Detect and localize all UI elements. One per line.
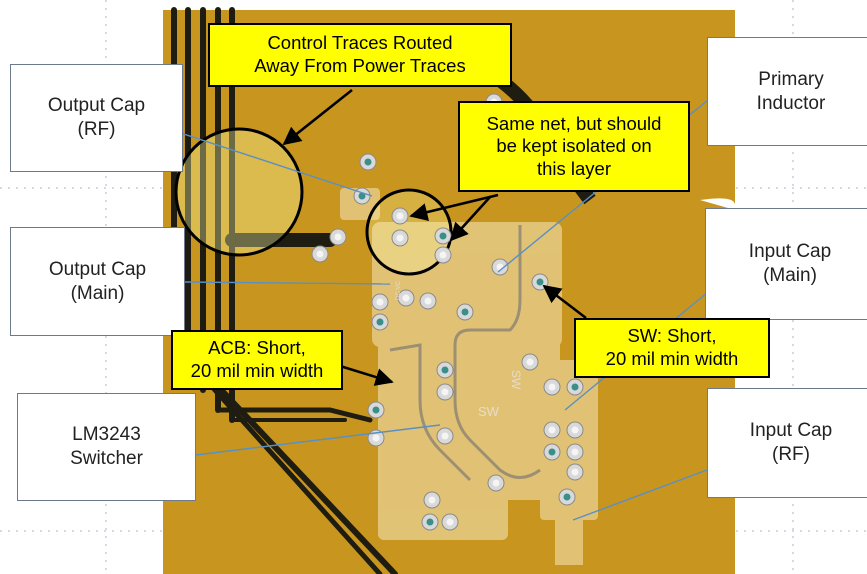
via-hole — [563, 493, 571, 501]
note-sw: SW: Short, 20 mil min width — [574, 318, 770, 378]
via-hole — [376, 318, 384, 326]
callout-primary-inductor: Primary Inductor — [707, 37, 867, 146]
pad-outlines — [389, 225, 541, 482]
note-control-traces: Control Traces Routed Away From Power Tr… — [208, 23, 512, 87]
silk-sw-vertical: SW — [509, 370, 523, 390]
callout-input-cap-rf: Input Cap (RF) — [707, 388, 867, 498]
via-hole — [571, 426, 579, 434]
via-hole — [428, 496, 436, 504]
silk-sw-horizontal: SW — [478, 404, 500, 419]
note-same-net: Same net, but should be kept isolated on… — [458, 101, 690, 192]
via-hole — [441, 432, 449, 440]
note-acb: ACB: Short, 20 mil min width — [171, 330, 343, 390]
via-hole — [571, 383, 579, 391]
via-hole — [396, 234, 404, 242]
via-hole — [376, 298, 384, 306]
via-hole — [358, 192, 366, 200]
vias — [311, 93, 584, 531]
via-hole — [548, 426, 556, 434]
via-hole — [492, 479, 500, 487]
via-hole — [372, 434, 380, 442]
callout-input-cap-main: Input Cap (Main) — [705, 208, 867, 320]
via-hole — [402, 294, 410, 302]
note-arrows — [282, 88, 587, 386]
via-hole — [439, 232, 447, 240]
callout-output-cap-rf: Output Cap (RF) — [10, 64, 183, 172]
via-hole — [526, 358, 534, 366]
via-hole — [571, 468, 579, 476]
via-hole — [571, 448, 579, 456]
highlight-circle-control — [174, 127, 304, 257]
via-hole — [548, 448, 556, 456]
callout-lm3243-switcher: LM3243 Switcher — [17, 393, 196, 501]
via-hole — [396, 212, 404, 220]
via-hole — [496, 263, 504, 271]
via-hole — [424, 297, 432, 305]
via-hole — [372, 406, 380, 414]
via-hole — [548, 383, 556, 391]
via-hole — [364, 158, 372, 166]
board-corner — [700, 198, 735, 210]
via-hole — [441, 388, 449, 396]
component-pads — [340, 188, 598, 565]
via-hole — [334, 233, 342, 241]
silk-dc-label: DC VC — [396, 281, 402, 300]
via-hole — [439, 251, 447, 259]
via-hole — [316, 250, 324, 258]
via-hole — [461, 308, 469, 316]
via-hole — [446, 518, 454, 526]
via-hole — [426, 518, 434, 526]
via-hole — [536, 278, 544, 286]
callout-output-cap-main: Output Cap (Main) — [10, 227, 185, 336]
via-hole — [441, 366, 449, 374]
